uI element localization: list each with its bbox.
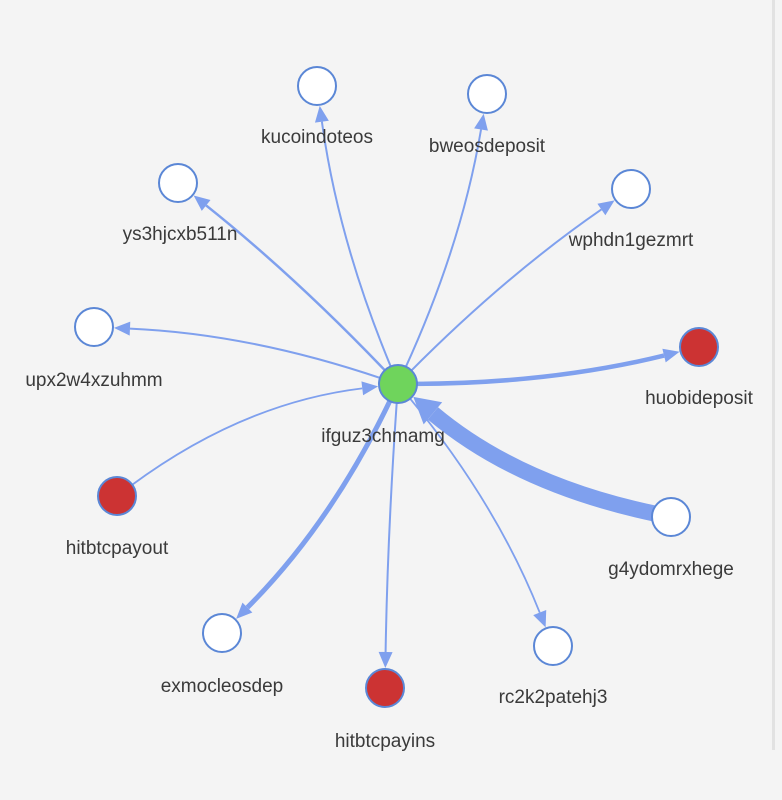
node-rc2k2patehj3[interactable]: [533, 626, 573, 666]
edge-ifguz3chmamg-to-upx2w4xzuhmm: [129, 327, 383, 380]
edge-ifguz3chmamg-to-hitbtcpayins: [384, 400, 398, 653]
arrowhead-ifguz3chmamg-to-hitbtcpayins: [378, 651, 393, 669]
node-label-hitbtcpayout: hitbtcpayout: [66, 538, 169, 559]
arrowhead-ifguz3chmamg-to-huobideposit: [662, 348, 680, 363]
node-kucoindoteos[interactable]: [297, 66, 337, 106]
node-huobideposit[interactable]: [679, 327, 719, 367]
node-ys3hjcxb511n[interactable]: [158, 163, 198, 203]
node-label-upx2w4xzuhmm: upx2w4xzuhmm: [25, 370, 162, 391]
node-label-kucoindoteos: kucoindoteos: [261, 127, 373, 148]
nodes-layer: [74, 66, 719, 708]
edge-g4ydomrxhege-to-ifguz3chmamg: [427, 407, 657, 522]
panel-border: [772, 0, 775, 750]
node-bweosdeposit[interactable]: [467, 74, 507, 114]
node-wphdn1gezmrt[interactable]: [611, 169, 651, 209]
node-exmocleosdep[interactable]: [202, 613, 242, 653]
node-label-ys3hjcxb511n: ys3hjcxb511n: [123, 224, 238, 245]
edge-ifguz3chmamg-to-huobideposit: [414, 353, 665, 387]
node-label-huobideposit: huobideposit: [645, 388, 753, 409]
node-hitbtcpayins[interactable]: [365, 668, 405, 708]
arrowhead-ifguz3chmamg-to-bweosdeposit: [474, 113, 488, 131]
edges-layer: [113, 105, 680, 669]
node-ifguz3chmamg[interactable]: [378, 364, 418, 404]
arrowhead-ifguz3chmamg-to-exmocleosdep: [236, 602, 253, 619]
edge-ifguz3chmamg-to-exmocleosdep: [245, 398, 393, 610]
node-label-bweosdeposit: bweosdeposit: [429, 136, 546, 157]
arrowhead-ifguz3chmamg-to-ys3hjcxb511n: [193, 195, 211, 211]
node-hitbtcpayout[interactable]: [97, 476, 137, 516]
edge-hitbtcpayout-to-ifguz3chmamg: [130, 387, 363, 487]
node-label-g4ydomrxhege: g4ydomrxhege: [608, 559, 734, 580]
arrowhead-ifguz3chmamg-to-kucoindoteos: [314, 105, 329, 123]
edge-ifguz3chmamg-to-ys3hjcxb511n: [205, 204, 388, 373]
edge-ifguz3chmamg-to-kucoindoteos: [320, 121, 393, 369]
node-upx2w4xzuhmm[interactable]: [74, 307, 114, 347]
arrowhead-ifguz3chmamg-to-upx2w4xzuhmm: [113, 321, 131, 336]
arrowhead-ifguz3chmamg-to-rc2k2patehj3: [533, 609, 547, 628]
labels-layer: ifguz3chmamg kucoindoteos bweosdeposit ys3h…: [25, 127, 753, 752]
edge-ifguz3chmamg-to-bweosdeposit: [404, 129, 483, 369]
arrowhead-ifguz3chmamg-to-wphdn1gezmrt: [597, 200, 615, 216]
node-label-hitbtcpayins: hitbtcpayins: [335, 731, 435, 752]
arrowhead-hitbtcpayout-to-ifguz3chmamg: [361, 381, 379, 396]
arrowhead-g4ydomrxhege-to-ifguz3chmamg: [413, 396, 443, 425]
node-label-rc2k2patehj3: rc2k2patehj3: [499, 687, 608, 708]
node-g4ydomrxhege[interactable]: [651, 497, 691, 537]
node-label-ifguz3chmamg: ifguz3chmamg: [321, 426, 445, 447]
edge-ifguz3chmamg-to-rc2k2patehj3: [408, 396, 541, 613]
edge-ifguz3chmamg-to-wphdn1gezmrt: [409, 208, 602, 373]
node-label-wphdn1gezmrt: wphdn1gezmrt: [568, 230, 694, 251]
node-label-exmocleosdep: exmocleosdep: [161, 676, 284, 697]
